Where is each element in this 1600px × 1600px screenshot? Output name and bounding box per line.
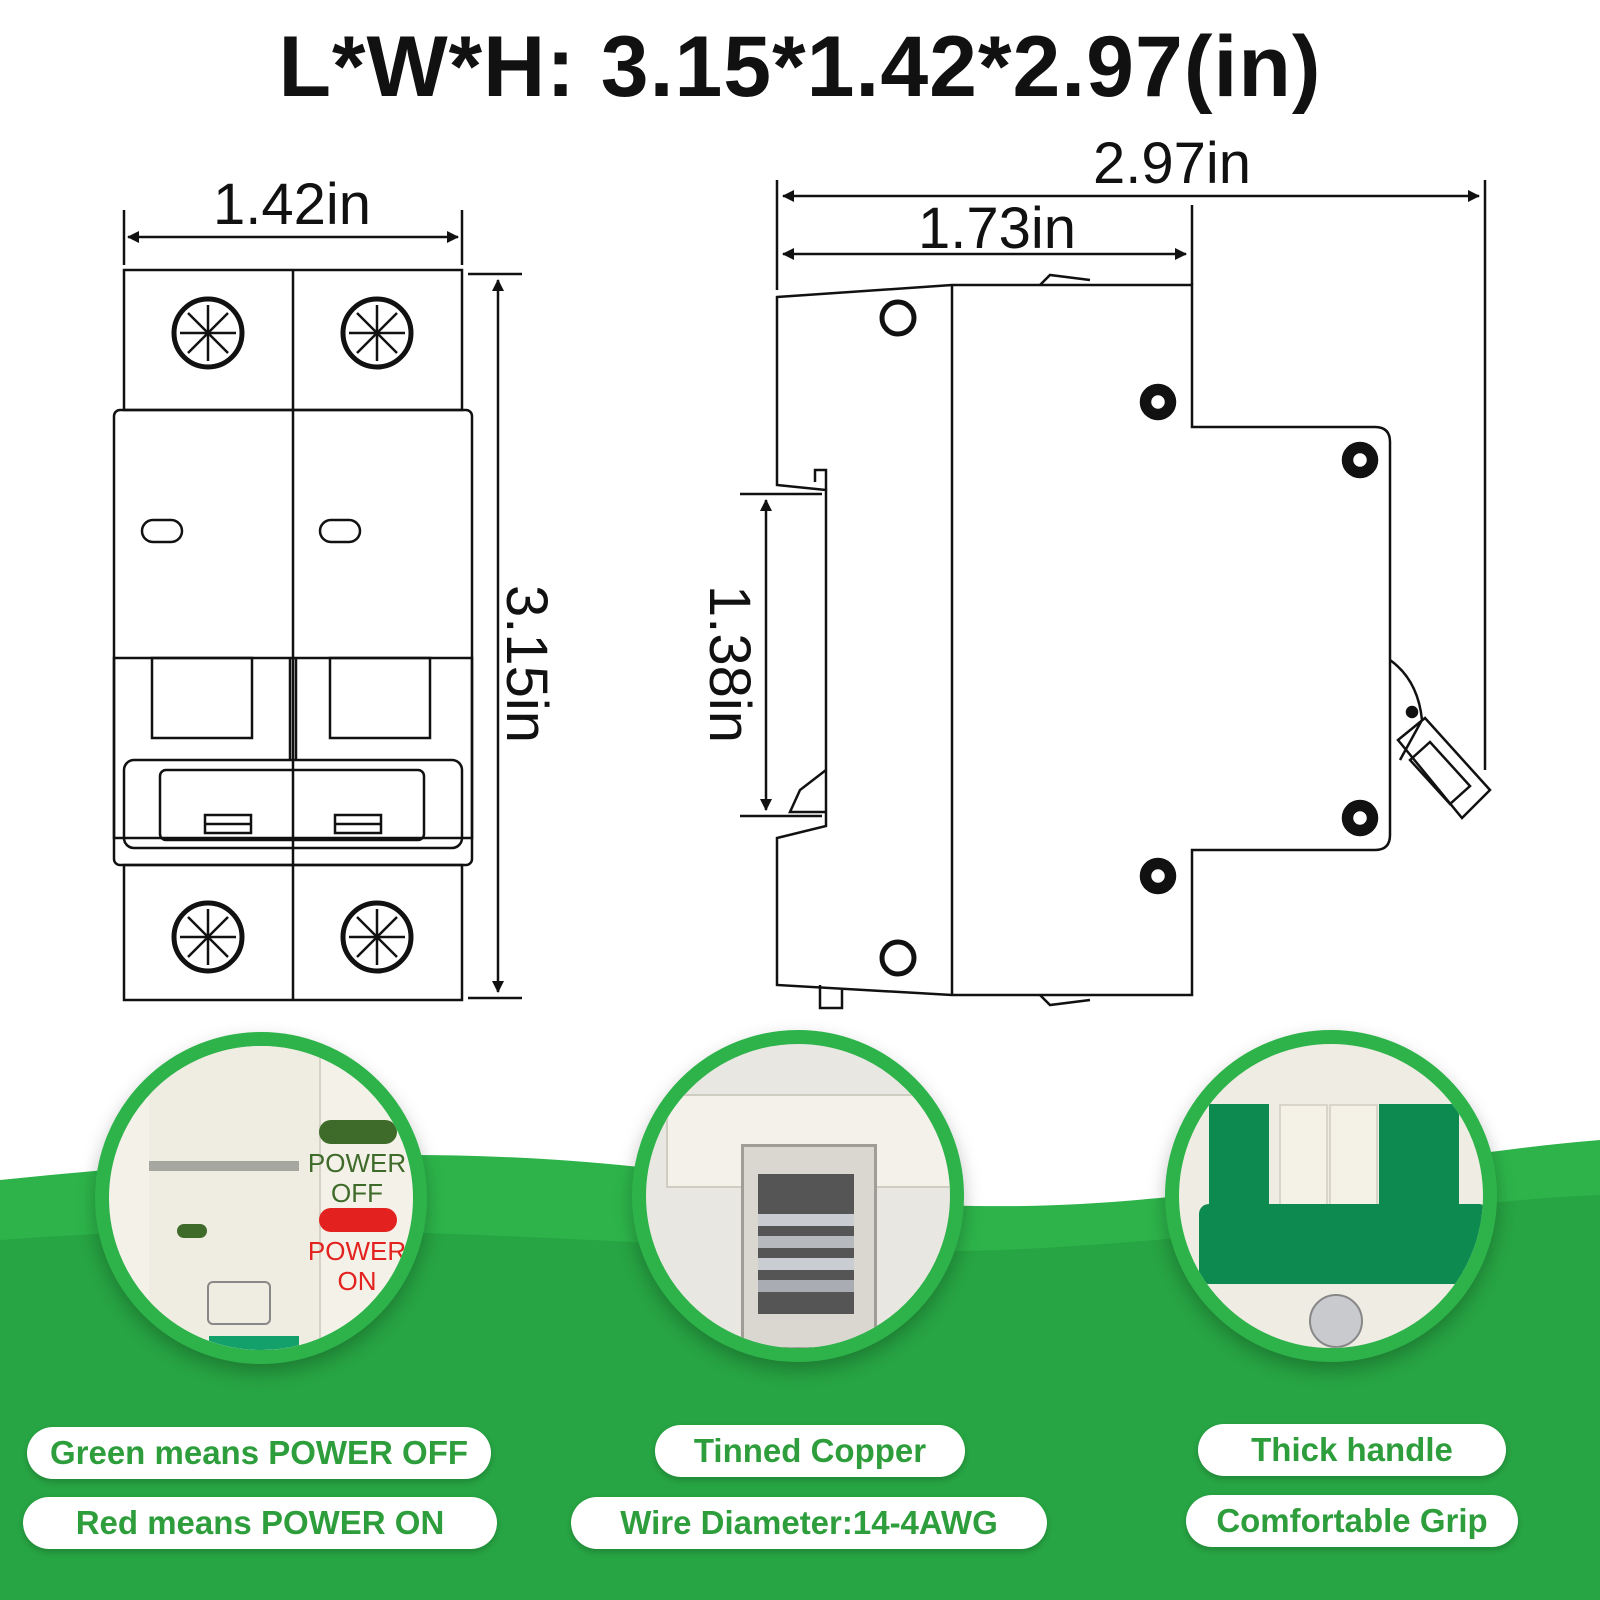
handle-bar	[1199, 1204, 1483, 1284]
status-on-label: POWER ON	[307, 1236, 407, 1296]
front-view-breaker	[112, 210, 522, 1002]
terminal-screw-icon	[171, 296, 414, 974]
depth-label: 2.97in	[1093, 131, 1252, 196]
comfortable-grip-label: Comfortable Grip	[1186, 1495, 1518, 1547]
body-depth-label: 1.73in	[918, 196, 1077, 261]
width-label: 1.42in	[213, 172, 372, 237]
tinned-copper-label: Tinned Copper	[655, 1425, 965, 1477]
red-means-on-label: Red means POWER ON	[23, 1497, 497, 1549]
off-color-swatch	[319, 1120, 397, 1144]
page-title: L*W*H: 3.15*1.42*2.97(in)	[278, 19, 1322, 115]
status-indicator-circle: POWER OFF POWER ON	[95, 1032, 427, 1364]
screw-icon	[1309, 1294, 1363, 1348]
thick-handle-label: Thick handle	[1198, 1424, 1506, 1476]
rivet-icon	[879, 299, 1379, 977]
handle-closeup-circle	[1165, 1030, 1497, 1362]
wire-diameter-label: Wire Diameter:14-4AWG	[571, 1497, 1047, 1549]
indicator-window	[177, 1224, 207, 1238]
on-color-swatch	[319, 1208, 397, 1232]
green-means-off-label: Green means POWER OFF	[27, 1427, 491, 1479]
terminal-closeup-circle	[632, 1030, 964, 1362]
status-off-label: POWER OFF	[307, 1148, 407, 1208]
dimension-drawings	[112, 180, 1492, 1010]
side-view-breaker	[740, 180, 1492, 1010]
